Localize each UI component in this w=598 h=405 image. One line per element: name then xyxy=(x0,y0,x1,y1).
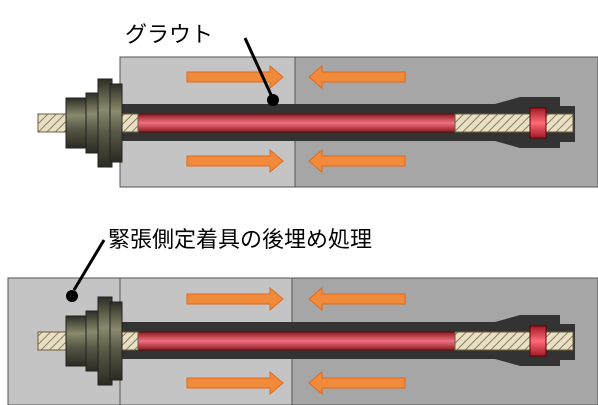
grout-marker xyxy=(267,94,279,106)
anchor-assembly-2 xyxy=(65,296,123,386)
bottom-assembly: 緊張側定着具の後埋め処理 xyxy=(7,228,598,405)
threaded-bar-right xyxy=(454,113,574,133)
grout-label: グラウト xyxy=(125,23,213,48)
force-arrows xyxy=(186,64,406,174)
arrow-left-bottom-2 xyxy=(308,370,406,396)
anchor-assembly xyxy=(65,78,123,168)
arrow-right-bottom-2 xyxy=(186,370,284,396)
backfill-leader xyxy=(72,239,106,291)
end-cap-2 xyxy=(529,325,547,357)
threaded-bar-right-2 xyxy=(454,331,574,351)
arrow-right-bottom xyxy=(186,148,284,174)
anchor-backfill-label: 緊張側定着具の後埋め処理 xyxy=(108,228,372,253)
end-cap xyxy=(529,107,547,139)
backfill-marker xyxy=(66,290,78,302)
arrow-left-top-2 xyxy=(308,286,406,312)
tendon-2 xyxy=(134,331,456,351)
tendon xyxy=(134,113,456,133)
top-assembly: グラウト xyxy=(37,23,598,188)
arrow-left-top xyxy=(308,64,406,90)
force-arrows-2 xyxy=(186,286,406,396)
arrow-right-top xyxy=(186,64,284,90)
grout-leader xyxy=(243,37,274,98)
arrow-right-top-2 xyxy=(186,286,284,312)
arrow-left-bottom xyxy=(308,148,406,174)
